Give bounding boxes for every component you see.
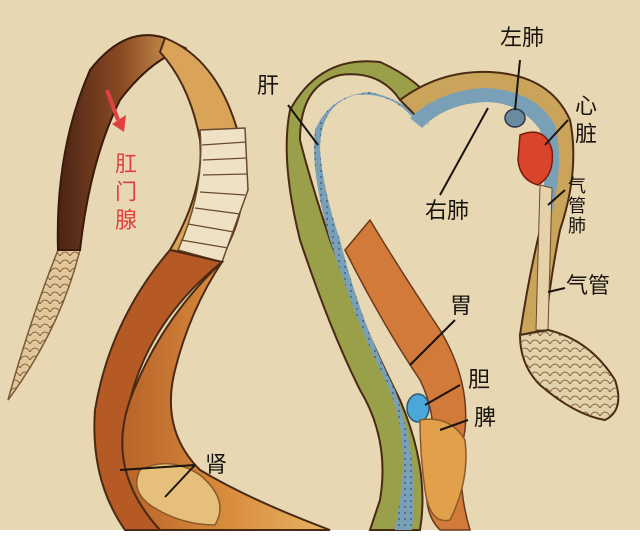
body-lower-left [121,249,331,531]
label-heart: 心脏 [571,94,596,150]
label-spleen: 脾 [474,406,497,431]
label-gallbladder: 胆 [468,368,491,393]
leader-lines [119,59,569,498]
label-left-lung: 左肺 [500,26,545,51]
ventral-scute-lines [180,141,249,249]
bottom-border [0,530,640,547]
label-anal-gland: 肛门腺 [111,152,136,236]
gallbladder-shape [406,393,430,423]
label-stomach: 胃 [450,294,473,319]
label-trachea: 气管 [566,274,611,299]
left-lung-shape [504,108,526,128]
anal-gland-arrow [105,89,126,132]
label-liver: 肝 [257,74,280,99]
lung-texture [314,92,430,530]
label-right-lung: 右肺 [425,199,470,224]
heart-shape [517,131,554,186]
tail-scale-texture [8,250,80,400]
label-tracheal-lung: 气管肺 [565,176,586,236]
label-kidney: 肾 [205,453,228,478]
spleen-shape [419,418,467,522]
head-scale-texture [520,330,619,420]
body-lower-left-outer [93,248,225,531]
